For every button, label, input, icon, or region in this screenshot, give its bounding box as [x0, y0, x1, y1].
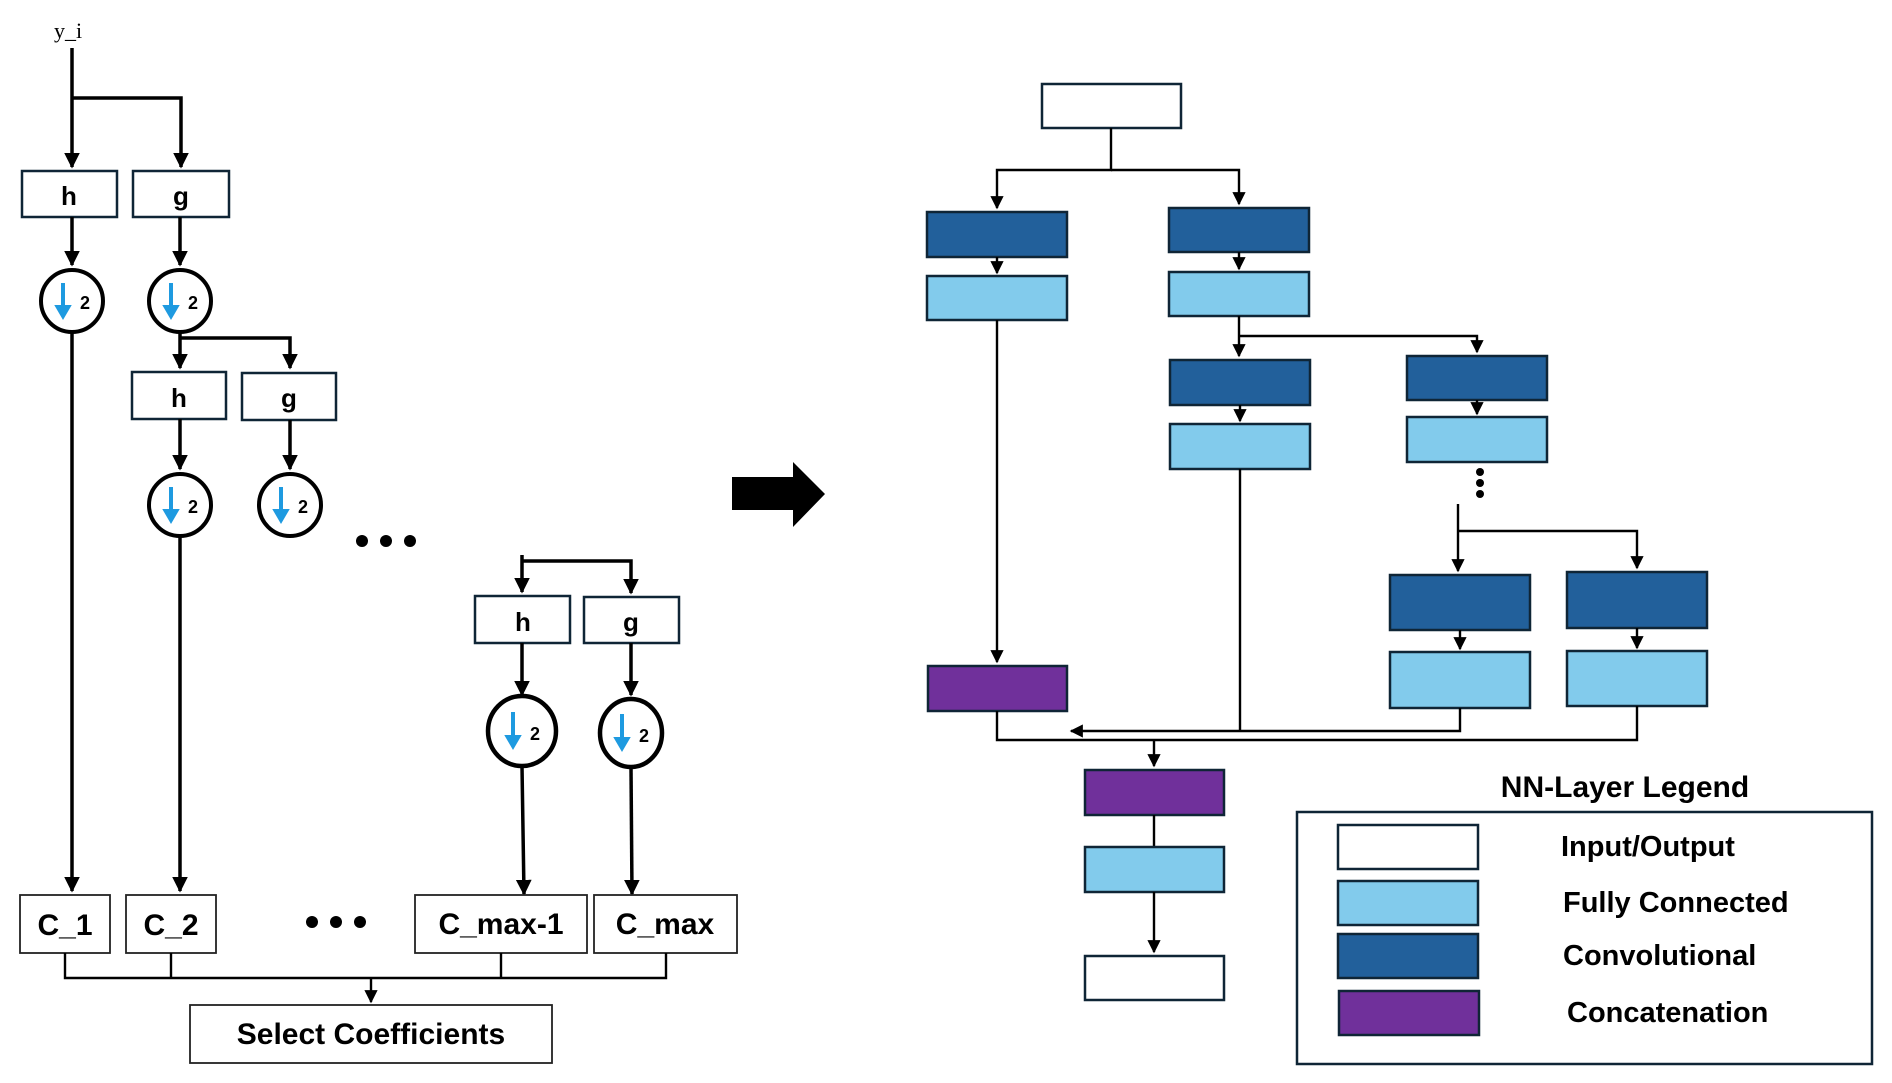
filter-g-label: g [623, 607, 639, 637]
final-fc-layer [1083, 845, 1226, 894]
down-arrow-icon [162, 487, 180, 524]
concat-layer-1 [926, 664, 1069, 713]
conv-layer-branch6 [1565, 570, 1709, 630]
input-signal-label: y_i [54, 18, 82, 43]
coefficient-box-c1 [19, 894, 111, 954]
downsample-factor: 2 [188, 293, 198, 313]
conv-layer-branch5 [1388, 573, 1532, 632]
downsample-factor: 2 [80, 293, 90, 313]
downsample-node-glast: 2 [597, 696, 665, 770]
legend-label-input-output: Input/Output [1561, 831, 1735, 863]
legend-label-fully-connected: Fully Connected [1563, 887, 1789, 919]
legend-label-concatenation: Concatenation [1567, 997, 1768, 1029]
filter-h-label: h [171, 383, 187, 413]
wire-branch2-to-branch4 [1239, 334, 1484, 354]
wire-input-branch2 [1111, 168, 1246, 206]
down-arrow-icon [504, 712, 522, 750]
down-arrow-icon [613, 714, 631, 752]
concat-layer-2 [1083, 768, 1226, 817]
coefficient-label: C_2 [143, 909, 198, 942]
filter-h-label: h [61, 181, 77, 211]
legend-swatch-concatenation [1337, 989, 1481, 1037]
conv-layer-branch4 [1405, 354, 1549, 402]
wire-input-branch1 [990, 128, 1113, 210]
filter-h-level1 [20, 169, 119, 219]
wire-g1-to-g2 [180, 336, 298, 370]
legend-title: NN-Layer Legend [1501, 771, 1749, 804]
wire-to-branch6 [1458, 529, 1644, 570]
wire-to-cmax-1 [515, 765, 532, 896]
nn-output-layer [1083, 954, 1226, 1002]
filter-g-level2 [240, 371, 338, 422]
downsample-node-g2: 2 [257, 472, 323, 538]
downsample-factor: 2 [188, 497, 198, 517]
downsample-factor: 2 [298, 497, 308, 517]
legend-swatch-input-output [1336, 823, 1480, 871]
wire-merge-bus [995, 706, 1639, 742]
wire-input-to-g1 [72, 96, 189, 169]
coefficient-ellipsis [306, 916, 366, 928]
fc-layer-branch5 [1388, 650, 1532, 710]
conv-layer-branch3 [1168, 358, 1312, 407]
right-arrow-icon [732, 462, 825, 527]
filter-g-label: g [173, 181, 189, 211]
wire-last-to-g [522, 559, 639, 595]
legend: NN-Layer Legend Input/Output Fully Conne… [1295, 771, 1874, 1066]
coefficient-box-cmax-1 [414, 894, 588, 954]
coefficient-box-cmax [593, 894, 738, 954]
down-arrow-icon [272, 487, 290, 524]
conv-layer-branch2 [1167, 206, 1311, 254]
legend-swatch-fully-connected [1336, 879, 1480, 927]
coefficient-label: C_max [616, 908, 715, 941]
filter-g-label: g [281, 383, 297, 413]
fc-layer-branch2 [1167, 270, 1311, 318]
downsample-node-g1: 2 [147, 268, 213, 334]
legend-label-convolutional: Convolutional [1563, 940, 1756, 972]
conv-layer-branch1 [925, 210, 1069, 259]
coefficient-bus [63, 953, 668, 980]
wire-to-cmax [624, 766, 640, 896]
downsample-node-hlast: 2 [485, 693, 559, 769]
coefficient-label: C_max-1 [438, 908, 563, 941]
fc-layer-branch6 [1565, 649, 1709, 708]
filter-g-level1 [131, 169, 231, 219]
select-coefficients-box [189, 1004, 553, 1064]
legend-swatch-convolutional [1336, 932, 1480, 980]
down-arrow-icon [162, 283, 180, 320]
nn-input-layer [1040, 82, 1183, 130]
wavelet-decomposition-panel: y_i h g 2 2 h g [19, 18, 738, 1064]
filter-h-label: h [515, 607, 531, 637]
fc-layer-branch3 [1168, 422, 1312, 471]
level-ellipsis [356, 535, 416, 547]
fc-layer-branch1 [925, 274, 1069, 322]
downsample-node-h1: 2 [39, 268, 105, 334]
downsample-node-h2: 2 [147, 472, 213, 538]
neural-network-panel [925, 82, 1709, 1002]
select-coefficients-label: Select Coefficients [237, 1018, 505, 1051]
filter-h-level2 [130, 370, 228, 421]
downsample-factor: 2 [639, 726, 649, 746]
vertical-ellipsis [1476, 468, 1484, 498]
downsample-factor: 2 [530, 724, 540, 744]
fc-layer-branch4 [1405, 415, 1549, 464]
down-arrow-icon [54, 283, 72, 320]
wire-branch5-to-concat [1069, 708, 1462, 738]
coefficient-label: C_1 [37, 909, 92, 942]
